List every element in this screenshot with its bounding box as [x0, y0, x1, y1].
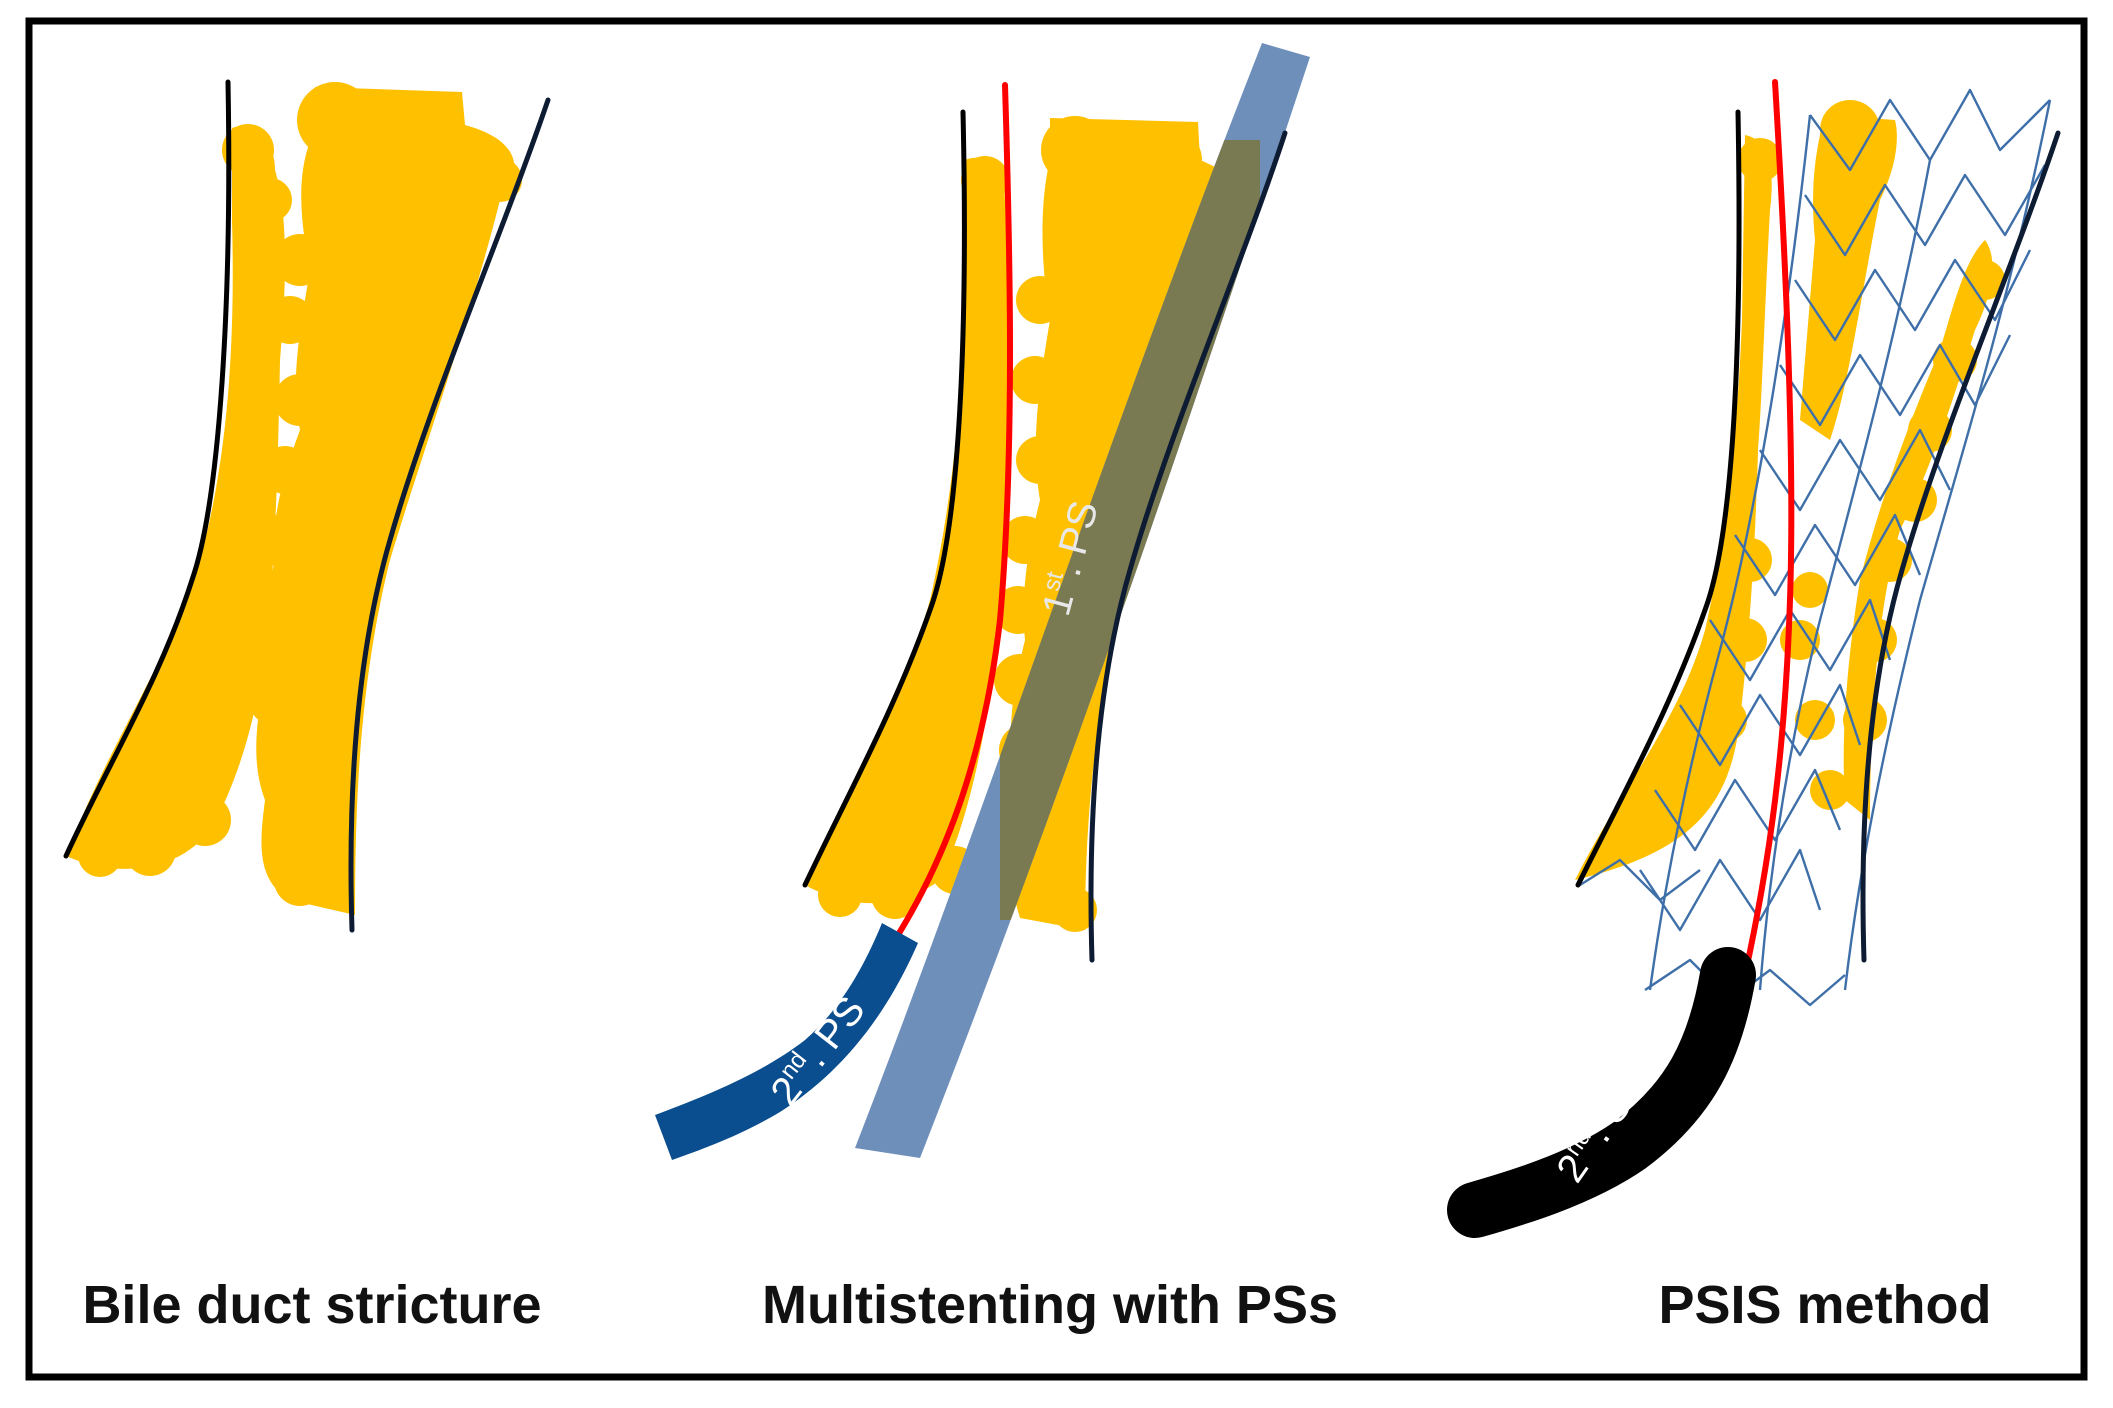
panel-caption-multistenting: Multistenting with PSs [762, 1275, 1338, 1335]
second-ps-label: 2nd. PS [761, 987, 874, 1113]
figure-frame [25, 17, 2088, 1381]
panel-psis-method: 2nd. SEMS PSIS method [1447, 79, 2061, 1335]
duct-walls [1575, 109, 2061, 963]
panel-caption-bile-duct-stricture: Bile duct stricture [82, 1275, 541, 1335]
panel-caption-psis-method: PSIS method [1658, 1275, 1991, 1335]
duct-wall-left [802, 109, 967, 888]
duct-wall-left [1575, 109, 1742, 888]
duct-wall-left [63, 79, 232, 859]
guidewire [1742, 79, 1795, 978]
second-plastic-stent [655, 923, 918, 1160]
duct-wall-right [1088, 130, 1288, 963]
panel-multistenting: 1st. PS 2nd. PS Multistenting with PSs [655, 43, 1338, 1335]
panel-bile-duct-stricture: Bile duct stricture [63, 79, 551, 1335]
second-sems-delivery [1447, 947, 1756, 1238]
duct-walls [63, 79, 551, 933]
duct-walls [802, 109, 1288, 963]
tumor-mass [1575, 100, 2005, 880]
duct-wall-right [1860, 130, 2061, 963]
tumor-mass [66, 82, 522, 915]
guidewire [895, 82, 1013, 938]
duct-wall-right [348, 97, 551, 933]
